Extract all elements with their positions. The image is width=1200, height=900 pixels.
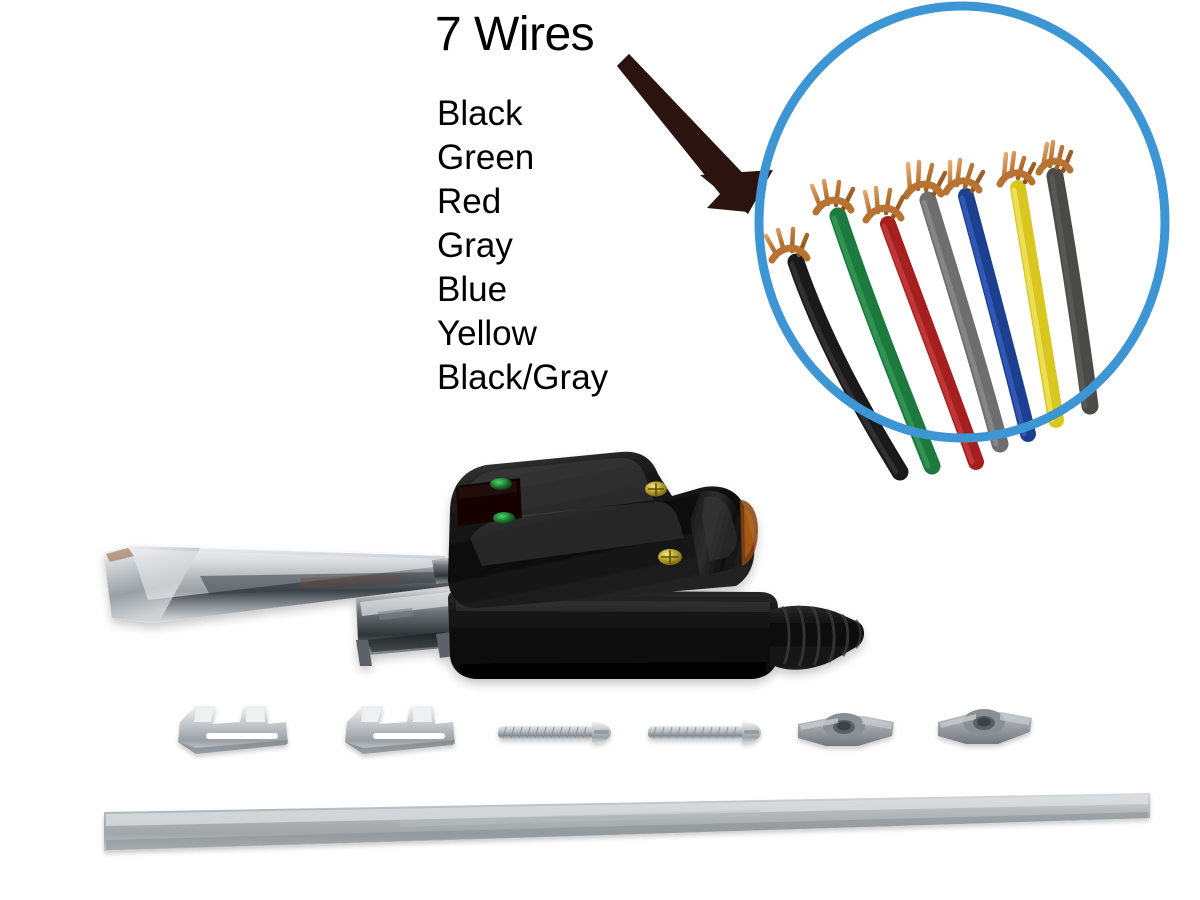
indicator-led-lower	[493, 512, 515, 524]
wire-list-item-1: Black	[437, 94, 523, 133]
mounting-strap	[104, 793, 1150, 851]
wire-red	[862, 185, 984, 470]
wire-loom-conduit	[770, 604, 864, 670]
highlight-circle	[754, 1, 1170, 443]
wire-list-item-5: Blue	[437, 270, 508, 309]
hardware-parts-row	[178, 706, 1032, 754]
turn-signal-switch	[104, 451, 864, 679]
wire-bundle-closeup	[754, 1, 1170, 481]
callout-arrow	[617, 54, 773, 214]
wire-black-gray	[1035, 139, 1099, 415]
wire-list-item-6: Yellow	[437, 314, 537, 353]
indicator-led-upper	[490, 478, 512, 490]
wire-blue	[942, 157, 1036, 442]
wire-gray	[902, 159, 1009, 453]
wing-nut-right	[938, 709, 1032, 744]
copper-tip-yellow	[996, 150, 1037, 188]
copper-tip-green	[809, 178, 856, 216]
wire-yellow	[996, 150, 1064, 428]
mounting-bracket-right	[345, 706, 455, 754]
wire-list-item-4: Gray	[437, 226, 513, 265]
machine-screw-left	[498, 722, 611, 743]
wire-color-list: Black Green Red Gray Blue Yellow Black/G…	[437, 92, 608, 400]
copper-tip-black-gray	[1035, 139, 1074, 176]
wire-black	[763, 226, 909, 481]
machine-screw-right	[648, 722, 761, 743]
page-title: 7 Wires	[435, 8, 595, 61]
chrome-signal-lever	[104, 546, 449, 623]
wire-list-item-7: Black/Gray	[437, 358, 609, 397]
copper-tip-blue	[942, 157, 986, 196]
wing-nut-left	[798, 713, 894, 746]
wire-list-item-3: Red	[437, 182, 502, 221]
housing-screw-upper	[645, 481, 667, 497]
copper-tip-red	[862, 185, 906, 224]
mounting-bracket-left	[178, 706, 288, 754]
copper-tip-black	[763, 226, 811, 264]
wire-list-item-2: Green	[437, 138, 535, 177]
copper-tip-gray	[902, 159, 948, 200]
housing-screw-lower	[658, 549, 682, 565]
switch-lower-body	[448, 590, 778, 679]
wire-strands	[763, 139, 1099, 481]
